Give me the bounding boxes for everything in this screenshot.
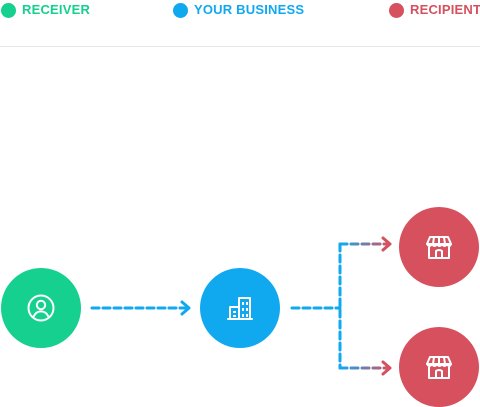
recipient-node-1 <box>399 207 479 287</box>
buildings-icon <box>227 297 253 320</box>
legend-dot-recipient <box>389 2 404 18</box>
recipient-node-2 <box>399 327 479 407</box>
legend-item-receiver: RECEIVER <box>1 2 90 18</box>
connector-business-split <box>290 242 342 370</box>
storefront-icon <box>426 356 452 379</box>
legend-dot-receiver <box>1 2 16 18</box>
legend-label-recipient: RECIPIENT <box>410 2 480 17</box>
business-node <box>200 268 280 348</box>
legend-item-business: YOUR BUSINESS <box>173 2 304 18</box>
legend: RECEIVER YOUR BUSINESS RECIPIENT <box>0 0 480 47</box>
receiver-node <box>1 268 81 348</box>
legend-label-receiver: RECEIVER <box>22 2 91 17</box>
legend-label-business: YOUR BUSINESS <box>194 2 305 17</box>
user-circle-icon <box>27 294 55 322</box>
legend-dot-business <box>173 2 188 18</box>
arrow-receiver-to-business <box>90 300 191 316</box>
arrow-to-recipient-1 <box>338 236 392 252</box>
storefront-icon <box>426 236 452 259</box>
arrow-to-recipient-2 <box>338 360 392 376</box>
legend-item-recipient: RECIPIENT <box>389 2 480 18</box>
